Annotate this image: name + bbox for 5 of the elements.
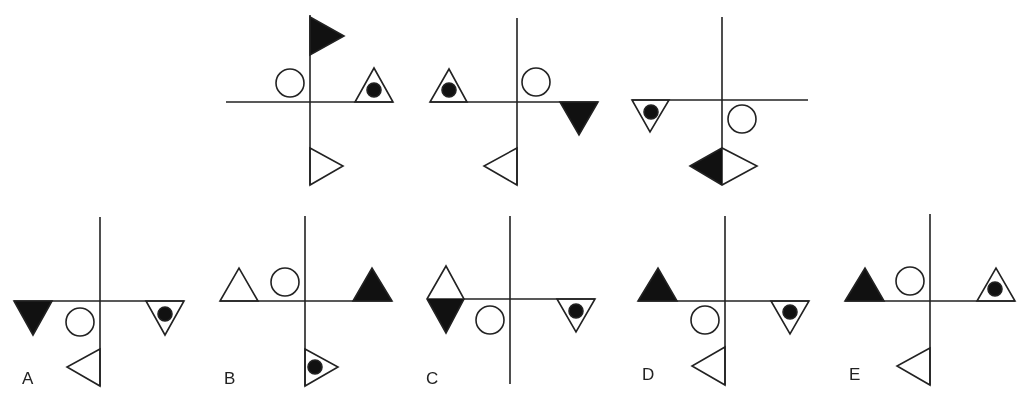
option-letter: A (22, 370, 34, 387)
option-letter: C (426, 370, 439, 387)
option-letter: E (849, 366, 861, 383)
option-letter: D (642, 366, 655, 383)
option-letter: B (224, 370, 236, 387)
